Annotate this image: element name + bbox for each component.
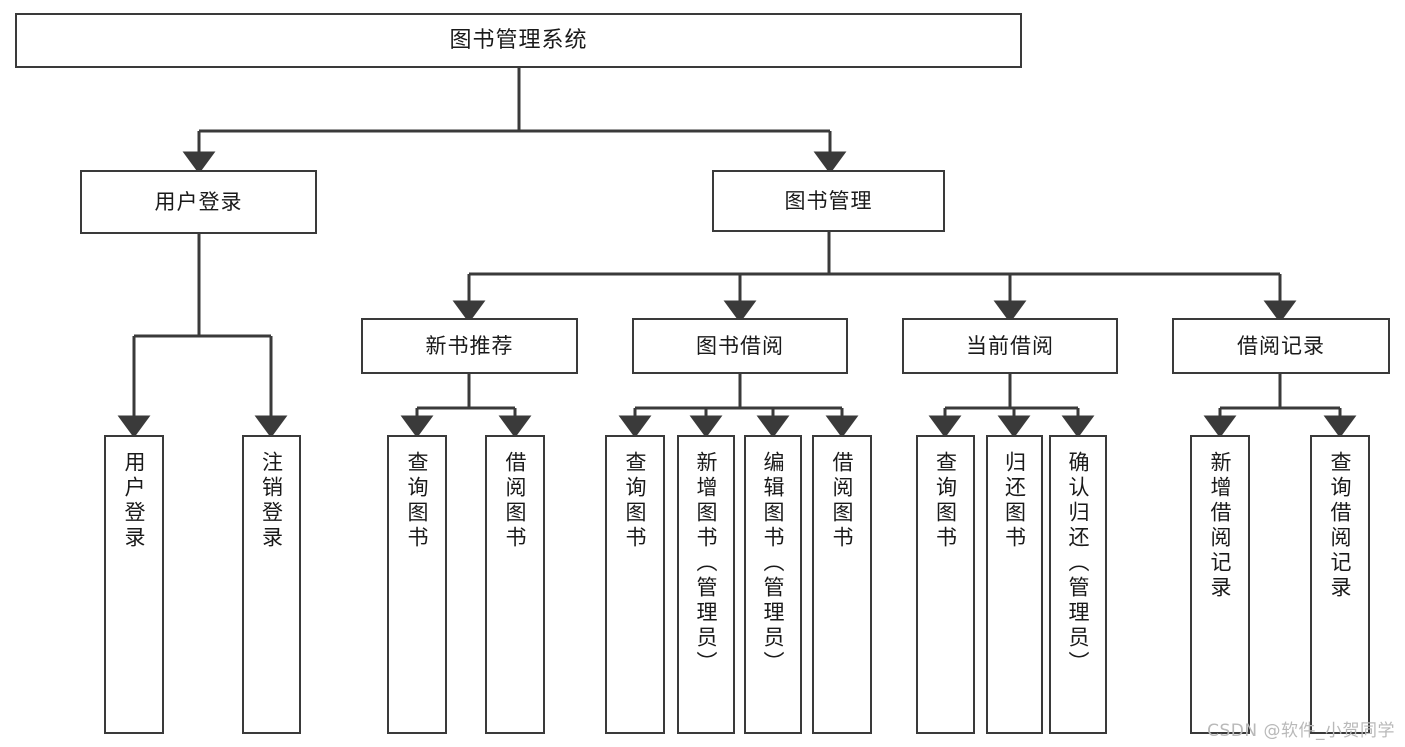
node-label: 新书推荐 bbox=[425, 333, 514, 358]
node-label: 确认归还（管理员） bbox=[1066, 451, 1091, 676]
node-user-login[interactable]: 用户登录 bbox=[80, 170, 317, 234]
node-label: 查询图书 bbox=[623, 451, 648, 551]
node-label: 图书管理系统 bbox=[449, 27, 588, 53]
node-leaf-query-book-recommend[interactable]: 查询图书 bbox=[387, 435, 447, 734]
node-leaf-return-book[interactable]: 归还图书 bbox=[986, 435, 1043, 734]
node-leaf-add-book-admin[interactable]: 新增图书（管理员） bbox=[677, 435, 735, 734]
node-root-system[interactable]: 图书管理系统 bbox=[15, 13, 1022, 68]
node-leaf-edit-book-admin[interactable]: 编辑图书（管理员） bbox=[744, 435, 802, 734]
node-label: 编辑图书（管理员） bbox=[761, 451, 786, 676]
node-label: 用户登录 bbox=[122, 451, 147, 551]
node-label: 新增图书（管理员） bbox=[694, 451, 719, 676]
node-label: 查询借阅记录 bbox=[1328, 451, 1353, 601]
node-label: 图书管理 bbox=[784, 188, 873, 213]
node-label: 注销登录 bbox=[259, 451, 284, 551]
node-leaf-confirm-return-admin[interactable]: 确认归还（管理员） bbox=[1049, 435, 1107, 734]
node-leaf-borrow-book-recommend[interactable]: 借阅图书 bbox=[485, 435, 545, 734]
watermark-text: CSDN @软件_小贺同学 bbox=[1207, 721, 1395, 741]
node-label: 用户登录 bbox=[154, 189, 243, 214]
node-new-book-recommend[interactable]: 新书推荐 bbox=[361, 318, 578, 374]
node-book-management[interactable]: 图书管理 bbox=[712, 170, 945, 232]
node-label: 查询图书 bbox=[933, 451, 958, 551]
node-label: 归还图书 bbox=[1002, 451, 1027, 551]
node-leaf-user-login[interactable]: 用户登录 bbox=[104, 435, 164, 734]
node-borrow-record[interactable]: 借阅记录 bbox=[1172, 318, 1390, 374]
node-label: 查询图书 bbox=[405, 451, 430, 551]
node-leaf-query-book-current[interactable]: 查询图书 bbox=[916, 435, 975, 734]
node-label: 借阅图书 bbox=[830, 451, 855, 551]
node-label: 当前借阅 bbox=[966, 333, 1054, 358]
node-label: 新增借阅记录 bbox=[1208, 451, 1233, 601]
node-current-borrow[interactable]: 当前借阅 bbox=[902, 318, 1118, 374]
node-leaf-query-book-borrow[interactable]: 查询图书 bbox=[605, 435, 665, 734]
node-label: 借阅图书 bbox=[503, 451, 528, 551]
node-leaf-borrow-book[interactable]: 借阅图书 bbox=[812, 435, 872, 734]
node-label: 借阅记录 bbox=[1237, 333, 1325, 358]
node-leaf-query-borrow-record[interactable]: 查询借阅记录 bbox=[1310, 435, 1370, 734]
node-label: 图书借阅 bbox=[696, 333, 784, 358]
node-leaf-logout[interactable]: 注销登录 bbox=[242, 435, 301, 734]
node-leaf-add-borrow-record[interactable]: 新增借阅记录 bbox=[1190, 435, 1250, 734]
node-book-borrow[interactable]: 图书借阅 bbox=[632, 318, 848, 374]
